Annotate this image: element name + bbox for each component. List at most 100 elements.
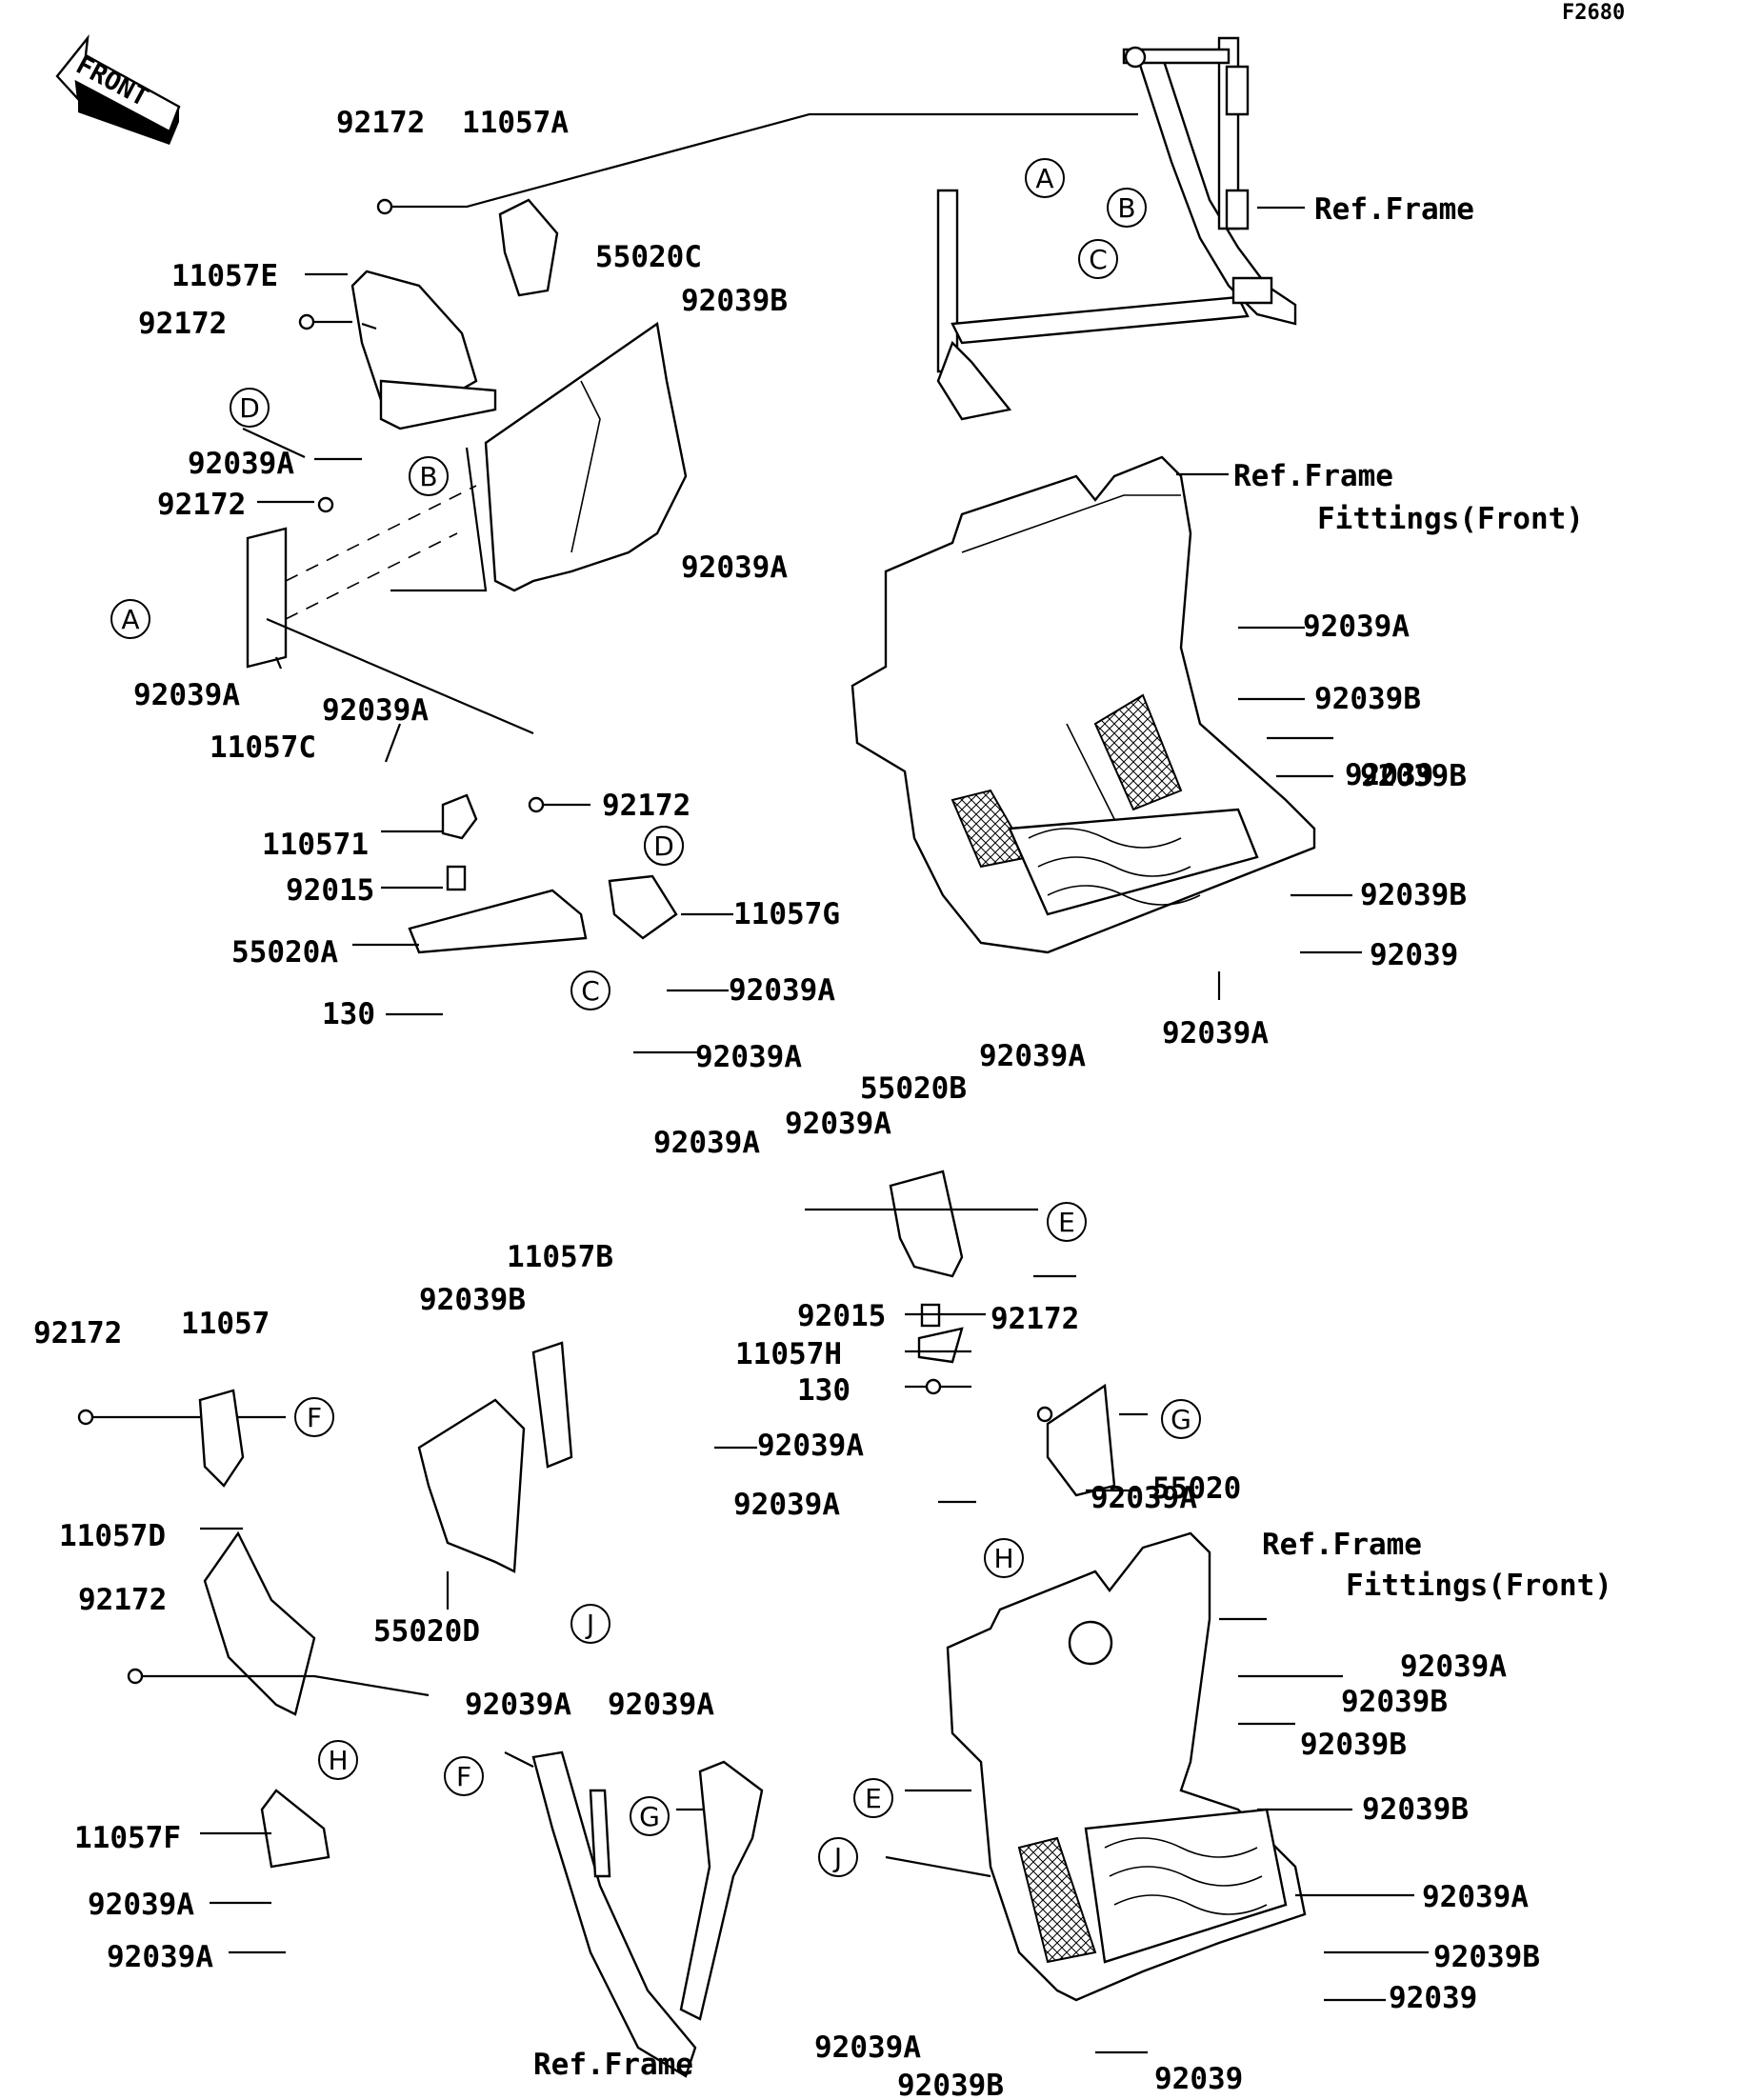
diagram-code: F2680 <box>1562 1 1625 25</box>
part-label: 92039B <box>1433 1940 1540 1974</box>
callout-letters: ABCDBDACDEFGHJFGHEJ <box>110 158 1201 1877</box>
svg-text:J: J <box>832 1842 842 1873</box>
callout-h: H <box>318 1740 358 1780</box>
svg-text:A: A <box>1035 163 1053 194</box>
svg-text:C: C <box>581 975 600 1007</box>
frame-rear-upper <box>936 36 1297 421</box>
svg-text:F: F <box>456 1761 471 1792</box>
callout-d: D <box>230 388 270 428</box>
part-label: 11057 <box>181 1307 270 1341</box>
part-label: 92039A <box>465 1688 571 1722</box>
callout-h: H <box>984 1538 1024 1578</box>
part-label: 11057H <box>735 1337 842 1371</box>
svg-text:B: B <box>1117 192 1135 224</box>
part-label: 92039 <box>1154 2062 1243 2096</box>
part-label: 55020A <box>231 935 338 970</box>
part-label: 92039A <box>681 550 788 585</box>
guard-11057e <box>350 270 497 430</box>
part-label: 11057F <box>74 1821 181 1855</box>
part-label: 92015 <box>797 1299 886 1333</box>
part-label: 92039 <box>1389 1981 1477 2015</box>
part-label: 92039A <box>188 447 294 481</box>
callout-g: G <box>630 1796 670 1836</box>
callout-a: A <box>110 599 150 639</box>
callout-e: E <box>1047 1202 1087 1242</box>
part-label: 92039A <box>1303 610 1410 644</box>
callout-j: J <box>570 1604 610 1644</box>
ref-fittings-top: Ref.Frame Fittings(Front) <box>1233 459 1584 536</box>
part-label: 92039B <box>1341 1685 1448 1719</box>
callout-a: A <box>1025 158 1065 198</box>
callout-c: C <box>570 970 610 1010</box>
part-label: 92039A <box>814 2030 921 2065</box>
svg-text:H: H <box>328 1745 348 1776</box>
callout-f: F <box>444 1756 484 1796</box>
part-label: 92039A <box>608 1688 714 1722</box>
callout-j: J <box>818 1837 858 1877</box>
guard-11057 <box>198 1389 245 1488</box>
svg-text:E: E <box>865 1783 882 1814</box>
part-label: 92039A <box>107 1940 213 1974</box>
rear-fender-bottom <box>946 1531 1307 2002</box>
part-label: 92039A <box>1422 1880 1529 1914</box>
part-label: 92039B <box>1362 1792 1469 1827</box>
part-label: 92172 <box>991 1302 1079 1336</box>
part-label: 92039B <box>897 2069 1004 2100</box>
part-label: 92039A <box>322 693 429 728</box>
part-label: 92039A <box>1400 1650 1507 1684</box>
plate-11057c <box>246 485 477 669</box>
plate-11057b <box>531 1341 573 1469</box>
part-label: 92172 <box>602 789 690 823</box>
part-label: 92039A <box>133 678 240 712</box>
part-label: 92039B <box>1314 682 1421 716</box>
part-label: 130 <box>797 1373 850 1408</box>
part-label: 11057D <box>59 1519 166 1553</box>
part-label: 130 <box>322 997 375 1031</box>
svg-text:H: H <box>993 1543 1013 1574</box>
svg-text:A: A <box>121 604 139 635</box>
part-label: 55020 <box>1152 1471 1241 1506</box>
rear-fender-top <box>850 455 1316 954</box>
part-label: 92039A <box>733 1488 840 1522</box>
svg-text:D: D <box>239 392 260 424</box>
part-label: 92039A <box>653 1126 760 1160</box>
part-label: 92039A <box>979 1039 1086 1073</box>
guard-11057f <box>260 1789 330 1869</box>
bracket-110571 <box>408 793 678 954</box>
guard-11057d <box>203 1530 316 1716</box>
part-label: 92039 <box>1345 758 1433 792</box>
part-label: 92172 <box>157 488 246 522</box>
callout-b: B <box>409 456 449 496</box>
svg-text:G: G <box>1171 1404 1191 1435</box>
part-label: 92039B <box>1360 878 1467 912</box>
panel-55020d <box>417 1398 526 1573</box>
part-label: 92039A <box>785 1107 891 1141</box>
part-label: 11057E <box>171 259 278 293</box>
svg-text:G: G <box>639 1801 660 1832</box>
svg-text:D: D <box>653 830 674 862</box>
part-label: 92039B <box>419 1283 526 1317</box>
ref-frame-top: Ref.Frame <box>1314 192 1474 227</box>
part-label: 11057B <box>507 1240 613 1274</box>
part-label: 92039 <box>1370 938 1458 972</box>
callout-b: B <box>1107 188 1147 228</box>
svg-text:F: F <box>307 1402 322 1433</box>
panel-55020 <box>1046 1383 1116 1497</box>
part-label: 11057C <box>210 730 316 765</box>
part-label: 110571 <box>262 828 369 862</box>
part-label: 92039A <box>695 1040 802 1074</box>
part-label: 92172 <box>336 106 425 140</box>
ref-fittings-bottom: Ref.Frame Fittings(Front) <box>1262 1528 1612 1603</box>
part-label: 92039A <box>88 1888 194 1922</box>
part-label: 92039A <box>729 973 835 1008</box>
ref-frame-bottom: Ref.Frame <box>533 2048 693 2082</box>
part-label: 92039A <box>1091 1481 1197 1515</box>
front-arrow-icon: FRONT <box>55 34 181 145</box>
part-label: 92039B <box>681 284 788 318</box>
part-label: 92015 <box>286 873 374 908</box>
part-label: 55020C <box>595 240 702 274</box>
part-label: 55020D <box>373 1614 480 1649</box>
guard-11057a <box>498 198 559 297</box>
